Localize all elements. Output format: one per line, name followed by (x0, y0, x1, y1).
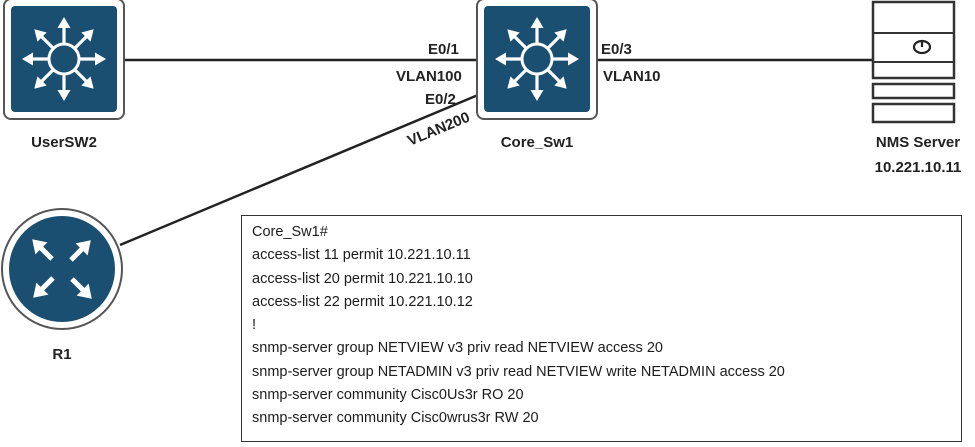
multilayer-switch-icon[interactable] (4, 0, 124, 119)
config-line: snmp-server group NETVIEW v3 priv read N… (252, 340, 663, 357)
port-label-e0-2: E0/2 (425, 91, 456, 108)
vlan-label-200: VLAN200 (405, 109, 472, 150)
vlan-label-10: VLAN10 (603, 68, 661, 85)
config-line: snmp-server community Cisc0wrus3r RW 20 (252, 410, 539, 427)
link-core-r1 (119, 93, 479, 247)
config-line: snmp-server community Cisc0Us3r RO 20 (252, 387, 524, 404)
device-ip-nms: 10.221.10.11 (875, 159, 962, 176)
config-line: snmp-server group NETADMIN v3 priv read … (252, 363, 785, 380)
multilayer-switch-icon[interactable] (477, 0, 597, 119)
vlan-label-100: VLAN100 (396, 68, 462, 85)
router-icon[interactable] (1, 208, 123, 330)
config-line: ! (252, 317, 257, 334)
config-line: access-list 22 permit 10.221.10.12 (252, 293, 473, 310)
config-output-box: Core_Sw1# access-list 11 permit 10.221.1… (241, 215, 962, 442)
device-label-core: Core_Sw1 (501, 134, 574, 151)
device-label-usersw2: UserSW2 (31, 134, 97, 151)
server-icon[interactable] (871, 0, 956, 124)
config-line: access-list 20 permit 10.221.10.10 (252, 270, 473, 287)
port-label-e0-1: E0/1 (428, 41, 459, 58)
port-label-e0-3: E0/3 (601, 41, 632, 58)
config-line: access-list 11 permit 10.221.10.11 (252, 247, 471, 264)
config-line: Core_Sw1# (252, 224, 328, 240)
device-label-r1: R1 (52, 346, 71, 363)
device-label-nms: NMS Server (876, 134, 960, 151)
